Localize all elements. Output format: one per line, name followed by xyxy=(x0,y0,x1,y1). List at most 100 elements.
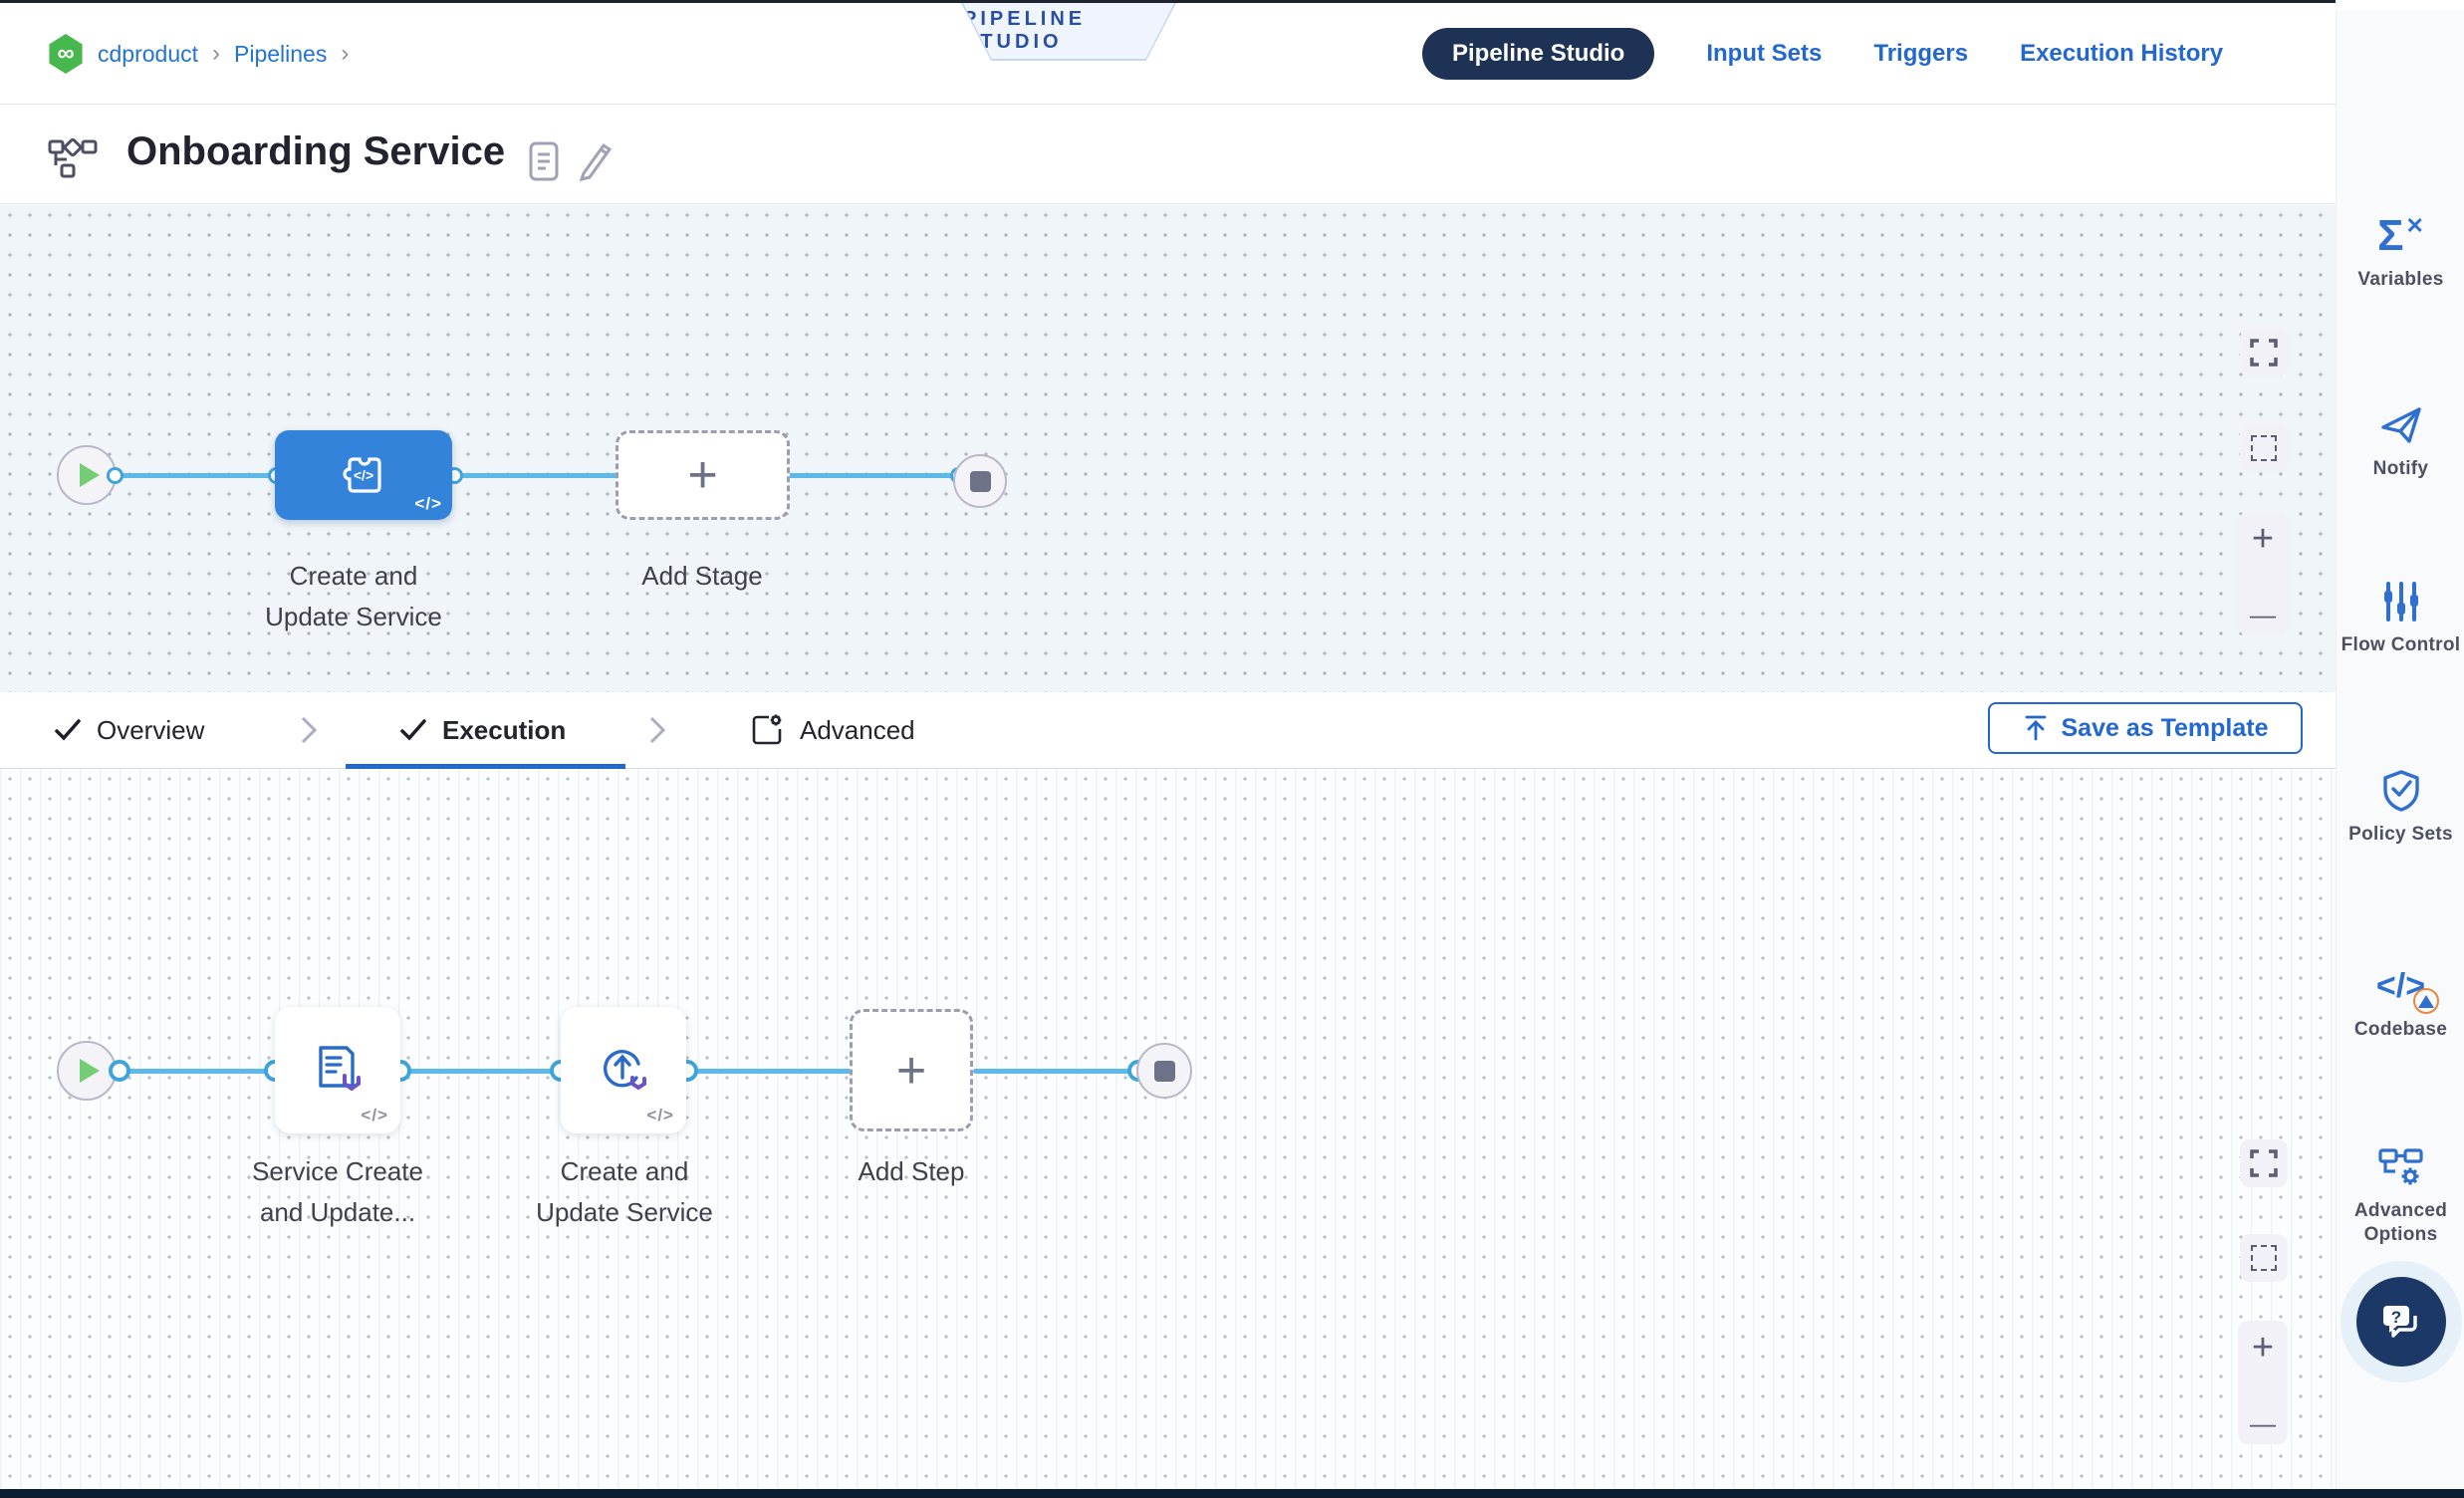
right-toolbar: Σ✕ Variables Notify Flow Control xyxy=(2336,10,2464,1490)
codebase-warning-icon xyxy=(2413,988,2440,1014)
policy-shield-icon xyxy=(2380,769,2422,813)
add-stage-label: Add Stage xyxy=(641,561,763,591)
stage-node-create-update-service[interactable]: </> </> xyxy=(275,430,452,520)
plus-icon: + xyxy=(687,446,718,504)
canvas-select-button[interactable] xyxy=(2240,1234,2288,1282)
pipeline-graph-icon xyxy=(48,131,98,184)
top-divider xyxy=(0,0,2336,3)
canvas-zoom-controls: + — xyxy=(2238,512,2288,635)
sidebar-item-advanced-options[interactable]: Advanced Options xyxy=(2337,1145,2464,1247)
step2-label: Create and Update Service xyxy=(536,1156,713,1227)
service-update-step-icon xyxy=(604,1049,646,1090)
step1-label: Service Create and Update... xyxy=(252,1156,423,1227)
breadcrumb-project-link[interactable]: cdproduct xyxy=(98,40,199,67)
top-bar: ∞ cdproduct › Pipelines › PIPELINE STUDI… xyxy=(0,3,2336,105)
codebase-icon: </> xyxy=(2376,964,2440,1014)
edge-start-to-stage xyxy=(87,473,279,478)
stage-canvas[interactable]: </> </> + Create and Update Service Add … xyxy=(0,205,2336,692)
plus-icon: + xyxy=(895,1041,927,1100)
zoom-out-button[interactable]: — xyxy=(2250,1408,2276,1438)
selection-box-icon xyxy=(2251,435,2277,461)
sidebar-item-policy-sets[interactable]: Policy Sets xyxy=(2337,769,2464,847)
tab-execution-history[interactable]: Execution History xyxy=(2020,40,2224,67)
stop-icon xyxy=(969,470,991,492)
svg-text:?: ? xyxy=(2391,1308,2401,1327)
svg-text:</>: </> xyxy=(354,467,373,483)
stage-label: Create and Update Service xyxy=(265,561,442,631)
stop-icon xyxy=(1153,1060,1175,1082)
tab-input-sets[interactable]: Input Sets xyxy=(1706,40,1823,67)
step-code-badge[interactable]: </> xyxy=(361,1106,388,1124)
edit-title-icon[interactable] xyxy=(576,139,614,186)
flow-control-icon xyxy=(2380,580,2422,624)
variables-icon: Σ✕ xyxy=(2377,211,2424,260)
check-icon xyxy=(400,719,426,741)
tab-advanced[interactable]: Advanced xyxy=(750,692,915,768)
page-title: Onboarding Service xyxy=(126,129,506,173)
tab-pipeline-studio[interactable]: Pipeline Studio xyxy=(1422,28,1655,80)
connector-port[interactable] xyxy=(107,467,123,484)
play-icon xyxy=(79,1059,100,1083)
canvas-fullscreen-button[interactable] xyxy=(2240,1139,2288,1187)
breadcrumb: ∞ cdproduct › Pipelines › xyxy=(48,3,349,105)
breadcrumb-pipelines-link[interactable]: Pipelines xyxy=(234,40,328,67)
execution-step-canvas[interactable]: </> </> + Service Create and Update... C… xyxy=(0,769,2336,1490)
step-node-create-update-service[interactable]: </> xyxy=(561,1007,686,1133)
add-step-label: Add Step xyxy=(858,1156,965,1186)
edge-step2-to-addstep xyxy=(687,1069,852,1074)
service-script-step-icon xyxy=(319,1045,361,1091)
save-as-template-button[interactable]: Save as Template xyxy=(1988,702,2303,754)
zoom-in-button[interactable]: + xyxy=(2251,1327,2275,1369)
bottom-bar xyxy=(0,1489,2464,1498)
active-tab-underline xyxy=(346,764,625,769)
steps-start-node[interactable] xyxy=(57,1041,117,1101)
add-stage-button[interactable]: + xyxy=(616,430,790,520)
top-nav-tabs: Pipeline Studio Input Sets Triggers Exec… xyxy=(1422,3,2223,105)
pipeline-studio-badge-label: PIPELINE STUDIO xyxy=(963,3,1174,59)
tab-execution[interactable]: Execution xyxy=(400,692,566,768)
add-step-button[interactable]: + xyxy=(850,1009,973,1131)
pipeline-start-node[interactable] xyxy=(57,445,117,505)
canvas-select-button[interactable] xyxy=(2240,424,2288,472)
notify-icon xyxy=(2379,403,2423,447)
fullscreen-icon xyxy=(2250,1149,2278,1177)
sidebar-item-variables[interactable]: Σ✕ Variables xyxy=(2357,211,2444,290)
help-chat-button[interactable]: ? xyxy=(2356,1277,2446,1367)
connector-port[interactable] xyxy=(109,1060,130,1082)
chevron-right-icon xyxy=(299,714,319,751)
breadcrumb-separator-icon: › xyxy=(341,40,350,67)
steps-end-node[interactable] xyxy=(1136,1043,1192,1099)
pipeline-end-node[interactable] xyxy=(953,454,1007,508)
canvas-fullscreen-button[interactable] xyxy=(2240,329,2288,376)
description-icon[interactable] xyxy=(528,141,560,186)
harness-cd-logo-icon: ∞ xyxy=(49,34,83,74)
sidebar-item-flow-control[interactable]: Flow Control xyxy=(2337,580,2464,657)
tab-triggers[interactable]: Triggers xyxy=(1873,40,1969,67)
play-icon xyxy=(79,463,100,487)
zoom-out-button[interactable]: — xyxy=(2250,600,2276,629)
sidebar-item-notify[interactable]: Notify xyxy=(2337,403,2464,481)
custom-stage-icon: </> xyxy=(343,457,381,493)
step-node-service-create-update[interactable]: </> xyxy=(275,1007,400,1133)
advanced-options-icon xyxy=(2377,1145,2425,1189)
breadcrumb-separator-icon: › xyxy=(212,40,221,67)
edge-start-to-step1 xyxy=(87,1069,277,1074)
title-bar: Onboarding Service VISUAL YAML Save xyxy=(0,106,2336,290)
tab-overview[interactable]: Overview xyxy=(55,692,204,768)
advanced-settings-icon xyxy=(752,714,782,745)
edge-step1-to-step2 xyxy=(400,1069,563,1074)
chevron-right-icon xyxy=(647,714,667,751)
edge-stage-to-addstage xyxy=(454,473,619,478)
fullscreen-icon xyxy=(2250,339,2278,367)
canvas-zoom-controls: + — xyxy=(2238,1321,2288,1444)
upload-icon xyxy=(2025,715,2046,741)
stage-code-badge[interactable]: </> xyxy=(414,494,442,513)
check-icon xyxy=(55,719,81,741)
step-code-badge[interactable]: </> xyxy=(646,1106,674,1124)
edge-addstep-to-end xyxy=(973,1069,1140,1074)
chat-question-icon: ? xyxy=(2383,1306,2417,1338)
edge-addstage-to-end xyxy=(787,473,958,478)
zoom-in-button[interactable]: + xyxy=(2251,518,2275,560)
sidebar-item-codebase[interactable]: </> Codebase xyxy=(2337,964,2464,1042)
